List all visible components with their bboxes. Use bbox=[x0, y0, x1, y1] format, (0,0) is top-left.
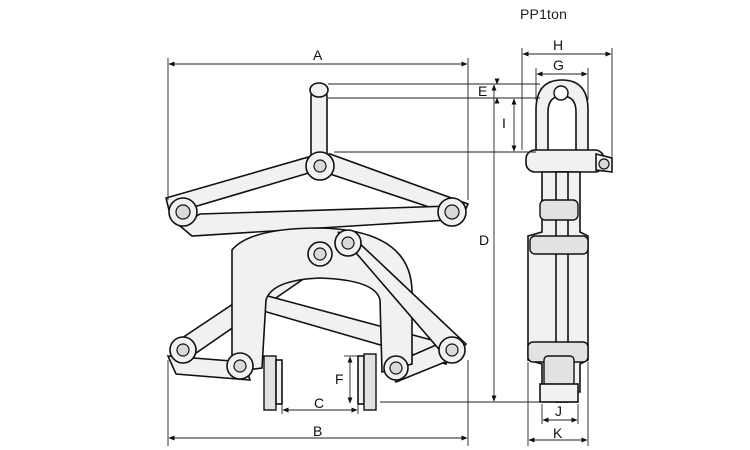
right-top-pin bbox=[444, 204, 460, 220]
side-pin-1 bbox=[539, 199, 579, 221]
right-jaw-pin bbox=[389, 361, 403, 375]
dim-label-f: F bbox=[335, 371, 344, 387]
right-jaw bbox=[357, 353, 377, 411]
shackle bbox=[525, 79, 613, 173]
side-view bbox=[525, 79, 613, 403]
dim-label-i: I bbox=[502, 115, 506, 131]
dim-label-j: J bbox=[555, 403, 562, 419]
center-pin bbox=[313, 247, 327, 261]
dim-label-h: H bbox=[553, 37, 563, 53]
front-view bbox=[165, 82, 470, 411]
arm-pin bbox=[341, 236, 355, 250]
model-title: PP1ton bbox=[520, 6, 568, 22]
dim-label-g: G bbox=[553, 57, 564, 73]
dim-label-b: B bbox=[313, 423, 322, 439]
side-pin-2 bbox=[529, 235, 589, 255]
dimension-lines bbox=[167, 48, 613, 446]
dim-label-d: D bbox=[479, 232, 489, 248]
side-jaw-pad bbox=[539, 383, 579, 403]
dim-label-c: C bbox=[314, 395, 324, 411]
left-top-pin bbox=[175, 204, 191, 220]
top-pin bbox=[313, 159, 327, 173]
left-jaw bbox=[263, 355, 283, 411]
right-low-pin bbox=[445, 343, 459, 357]
dim-label-a: A bbox=[313, 47, 323, 63]
dim-label-k: K bbox=[553, 425, 563, 441]
left-low-pin bbox=[176, 343, 190, 357]
left-jaw-pin bbox=[233, 359, 247, 373]
dim-label-e: E bbox=[478, 83, 487, 99]
side-jaw-block bbox=[543, 355, 575, 387]
